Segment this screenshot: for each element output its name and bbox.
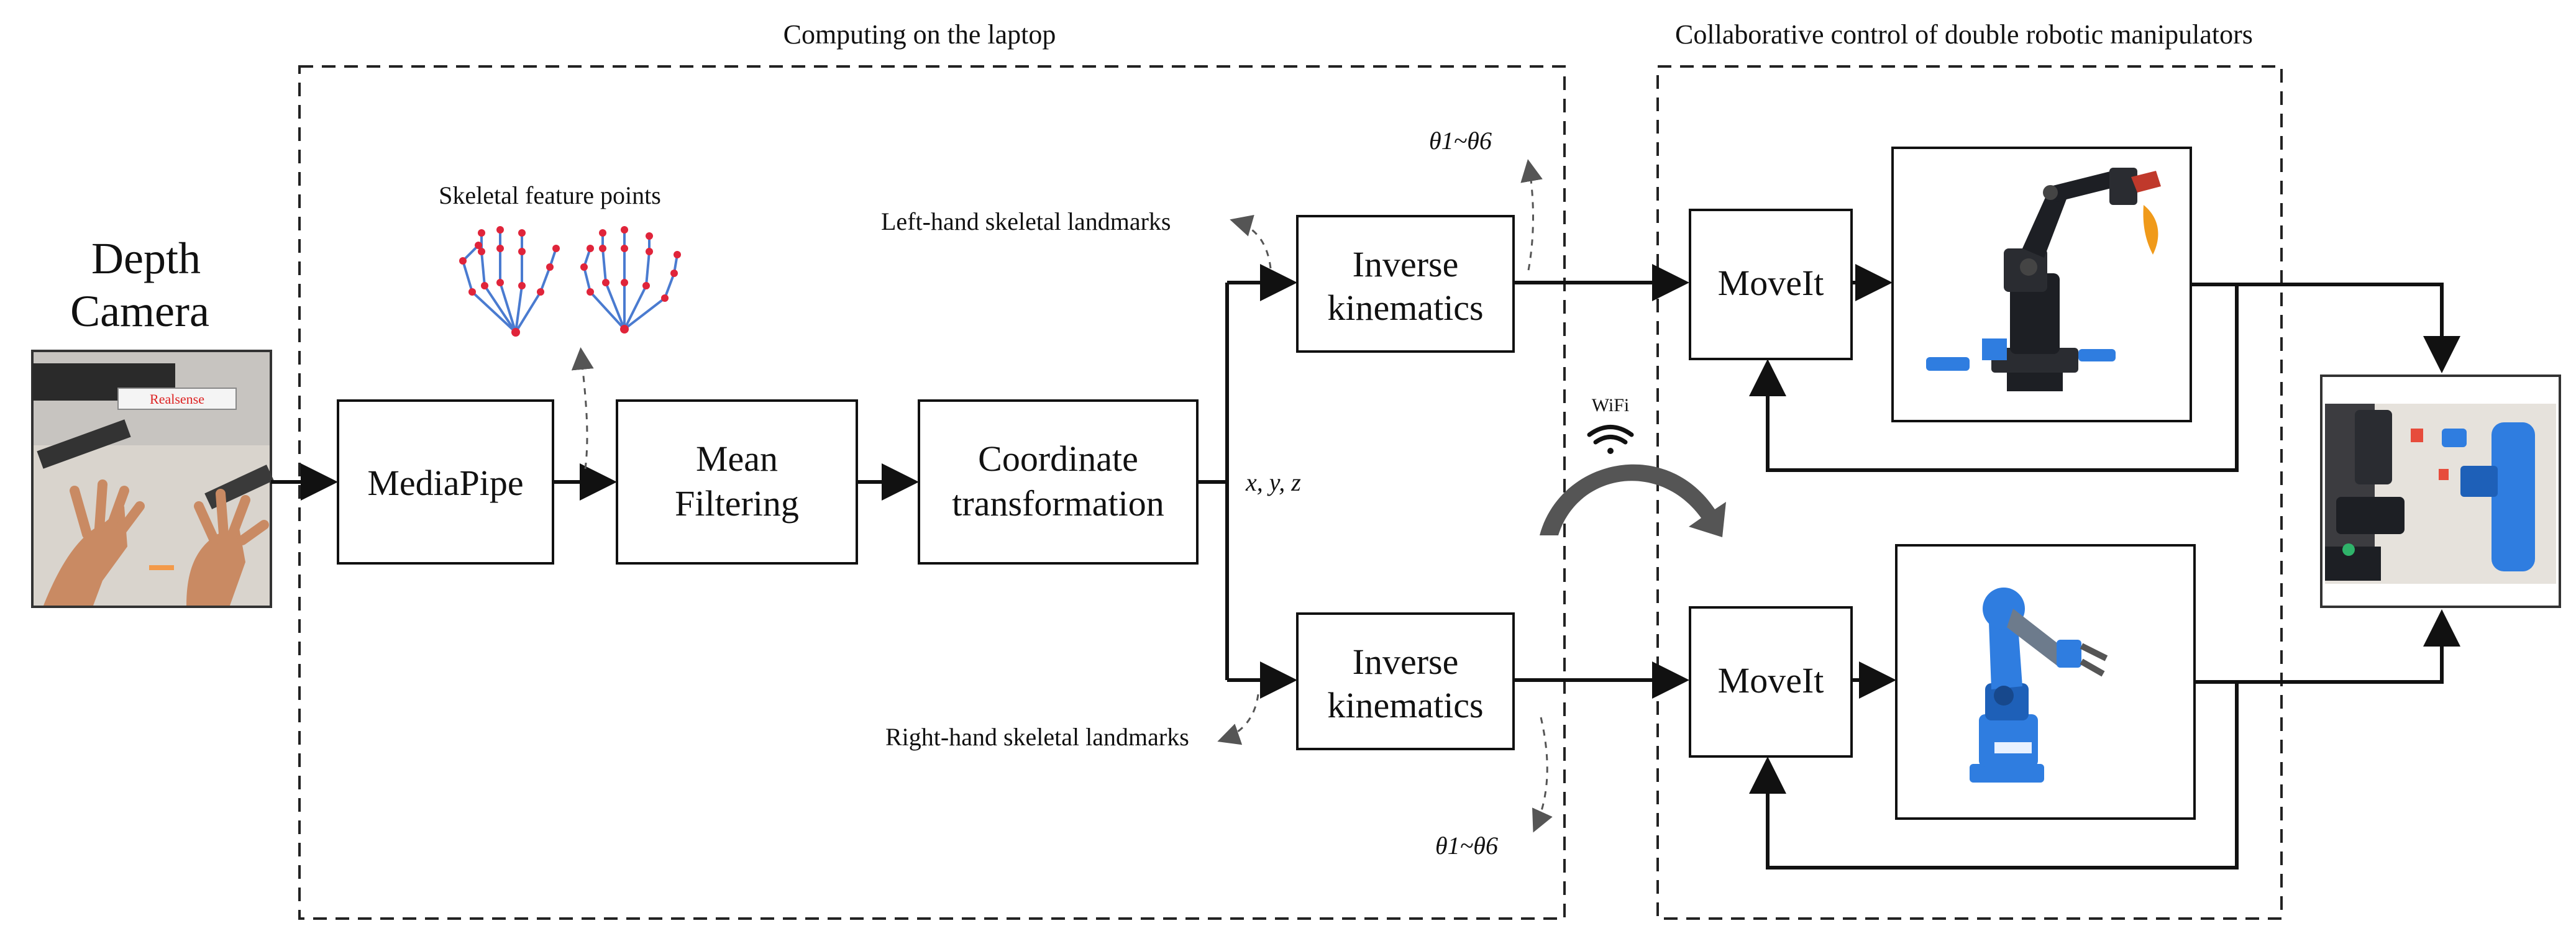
robot-bottom-to-result-arrow bbox=[2237, 609, 2460, 684]
mean-filtering-block bbox=[616, 399, 858, 565]
mediapipe-to-skeleton-dashed-arrow bbox=[571, 347, 594, 470]
blue-robot-arm-image bbox=[1970, 588, 2108, 783]
moveit-bottom-label: MoveIt bbox=[1718, 660, 1824, 701]
ik-bottom-label-line2: kinematics bbox=[1327, 685, 1483, 725]
mean-filtering-label-line1: Mean bbox=[696, 438, 778, 479]
control-group-title: Collaborative control of double robotic … bbox=[1675, 19, 2253, 50]
moveit-bottom-block bbox=[1689, 606, 1853, 758]
hand-skeleton-left-icon bbox=[459, 226, 560, 337]
ik-top-label-line1: Inverse bbox=[1353, 244, 1459, 284]
robot-top-to-result-arrow bbox=[2237, 283, 2460, 373]
theta-top-dashed-arrow bbox=[1520, 159, 1543, 271]
dual-arm-result-photo bbox=[2320, 375, 2561, 608]
coordinate-label-line2: transformation bbox=[952, 483, 1164, 524]
theta-bottom-dashed-arrow bbox=[1532, 717, 1553, 833]
wifi-icon bbox=[1587, 425, 1634, 454]
moveit-top-label: MoveIt bbox=[1718, 263, 1824, 303]
robot-top-feedback-line bbox=[1749, 283, 2239, 472]
skeletal-points-label: Skeletal feature points bbox=[439, 181, 661, 209]
xyz-label: x, y, z bbox=[1245, 468, 1301, 496]
theta-bottom-label: θ1~θ6 bbox=[1435, 832, 1498, 860]
right-landmarks-label: Right-hand skeletal landmarks bbox=[885, 723, 1189, 751]
dark-robot-arm-image bbox=[1926, 168, 2161, 391]
camera-title-line1: Depth bbox=[91, 234, 201, 283]
mean-filtering-label-line2: Filtering bbox=[675, 483, 799, 524]
laptop-group-title: Computing on the laptop bbox=[783, 19, 1056, 50]
left-landmarks-label: Left-hand skeletal landmarks bbox=[881, 207, 1171, 235]
wifi-curved-arrow-icon bbox=[1540, 464, 1726, 537]
camera-title-line2: Camera bbox=[70, 286, 209, 336]
realsense-label: Realsense bbox=[150, 391, 204, 407]
ik-bottom-block bbox=[1296, 612, 1515, 750]
mediapipe-label: MediaPipe bbox=[367, 463, 523, 503]
left-landmarks-dashed-arrow bbox=[1230, 214, 1272, 269]
theta-top-label: θ1~θ6 bbox=[1429, 127, 1492, 155]
ik-bottom-label-line1: Inverse bbox=[1353, 642, 1459, 682]
robot-bottom-frame bbox=[1895, 544, 2196, 820]
ik-top-block bbox=[1296, 215, 1515, 353]
hand-skeleton-right-icon bbox=[580, 226, 681, 334]
right-landmarks-dashed-arrow bbox=[1217, 694, 1259, 745]
robot-bottom-feedback-line bbox=[1749, 680, 2239, 870]
wifi-label: WiFi bbox=[1592, 395, 1629, 415]
depth-camera-photo: Realsense bbox=[31, 350, 274, 608]
mediapipe-block bbox=[337, 399, 554, 565]
coordinate-transformation-block bbox=[918, 399, 1199, 565]
ik-top-label-line2: kinematics bbox=[1327, 288, 1483, 328]
coordinate-label-line1: Coordinate bbox=[978, 438, 1138, 479]
